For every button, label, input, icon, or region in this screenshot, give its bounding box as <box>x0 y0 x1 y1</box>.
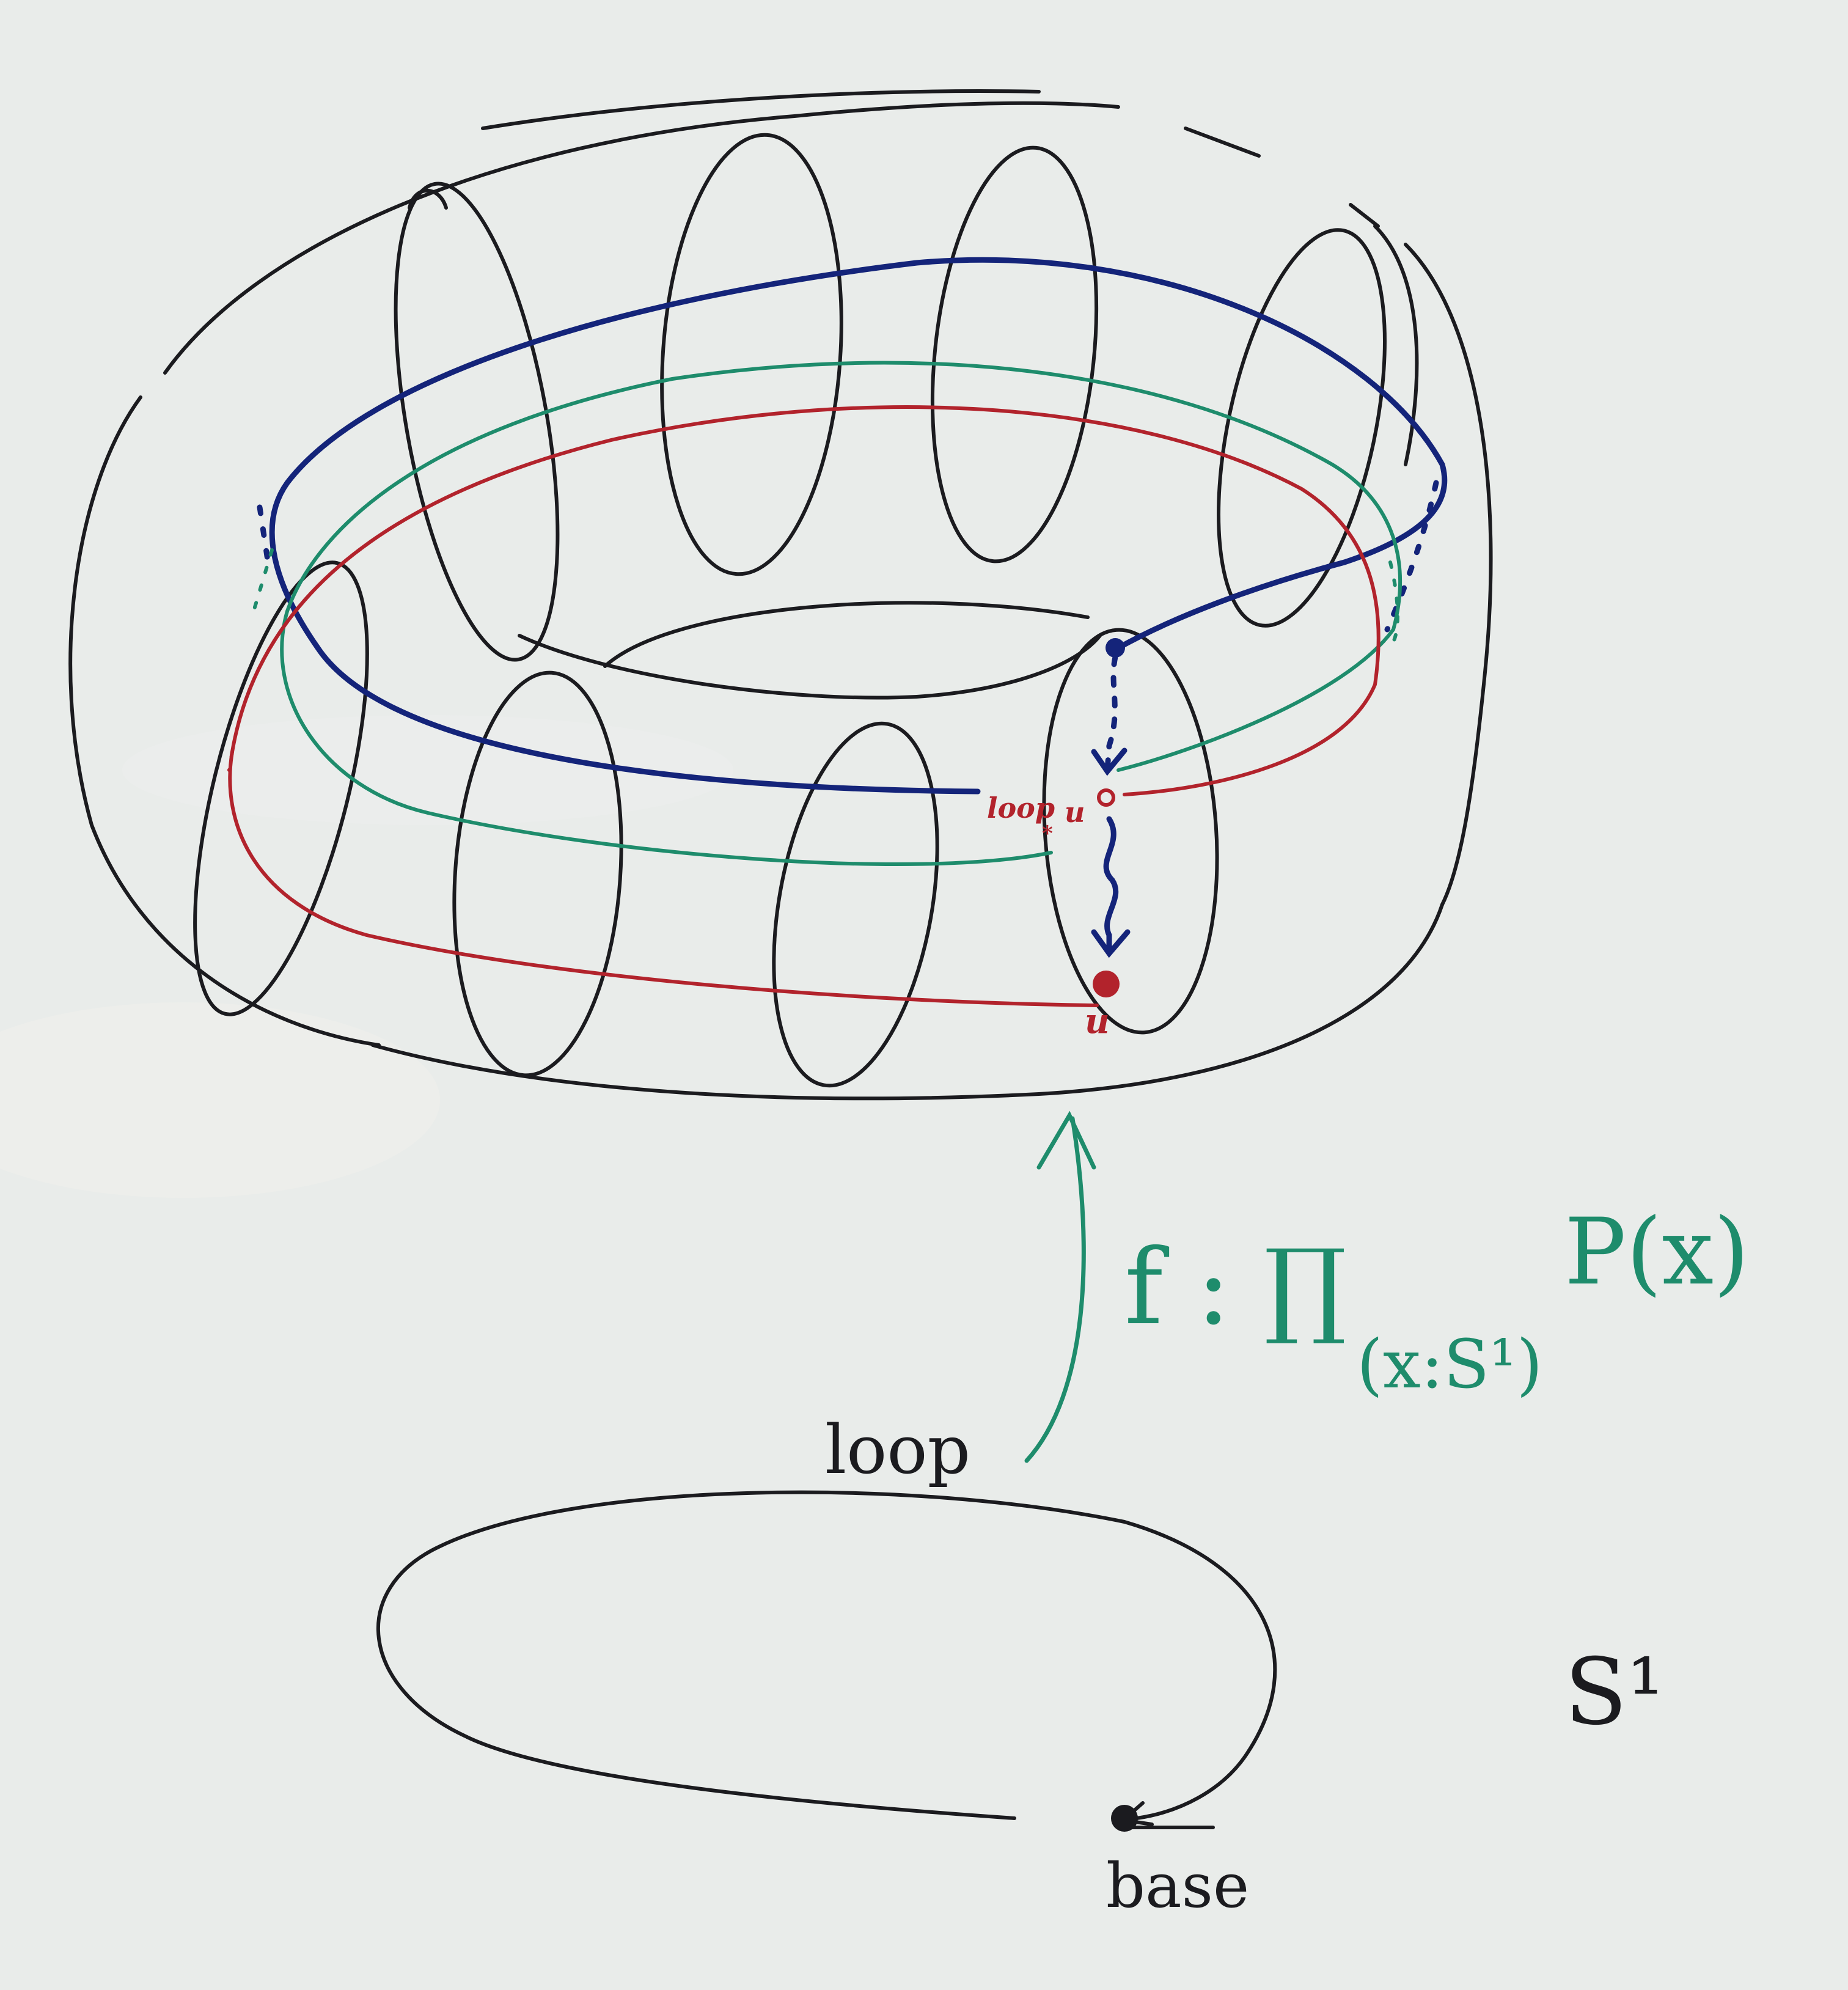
red-dashed-left <box>227 750 234 772</box>
meridian-loop <box>1042 628 1219 1035</box>
blue-dashed-right <box>1384 480 1439 633</box>
u-point-marker <box>1093 971 1120 997</box>
section-type-f: f : ∏ <box>1124 1227 1347 1348</box>
blue-path <box>257 257 1448 958</box>
meridian-loop <box>772 721 939 1088</box>
torus-outer-right <box>1404 243 1493 906</box>
meridian-loop <box>452 670 623 1078</box>
base-label: base <box>1106 1850 1249 1922</box>
torus-outer-right-inner <box>1373 224 1419 466</box>
torus-outer-top-left <box>481 89 1041 130</box>
green-path <box>252 361 1402 867</box>
transport-point-marker <box>1097 788 1115 807</box>
loop-transport-label: loop <box>987 791 1055 824</box>
torus-outline <box>68 89 1493 1101</box>
section-type-subscript: (x:S¹) <box>1357 1325 1542 1403</box>
lift-arrow <box>1024 1111 1096 1463</box>
loop-transport-star: * <box>1042 821 1053 846</box>
red-path <box>227 405 1380 1007</box>
meridian-loop <box>193 560 369 1016</box>
section-type-fiber: P(x) <box>1564 1199 1750 1305</box>
torus-outer-left <box>68 395 381 1047</box>
green-dashed-right <box>1388 560 1399 644</box>
torus-outer-top <box>163 101 1120 375</box>
u-label: u <box>1085 1001 1110 1041</box>
meridian-loop <box>660 133 843 576</box>
blue-start-point <box>1106 638 1125 658</box>
torus-hole-bottom <box>518 634 1102 700</box>
base-point <box>1111 1805 1138 1832</box>
loop-transport-u: u <box>1065 796 1085 829</box>
torus-outer-top-right <box>1184 127 1261 158</box>
blue-dashed-left <box>257 504 272 571</box>
green-dashed-left <box>252 548 274 613</box>
torus-hole-top <box>603 601 1090 668</box>
blue-arrow-upper <box>1104 654 1118 773</box>
torus-outer-bottom <box>371 903 1444 1101</box>
meridian-loop <box>1217 228 1387 628</box>
board-glare <box>0 715 733 1198</box>
base-circle <box>376 1490 1277 1829</box>
blue-arrow-lower <box>1103 816 1119 953</box>
circle-name-label: S¹ <box>1564 1639 1664 1746</box>
meridian-loop <box>930 145 1099 564</box>
meridian-loop <box>394 182 560 662</box>
torus-outer-right-stub <box>1349 203 1380 228</box>
loop-label: loop <box>825 1411 970 1489</box>
meridian-loop-tail <box>408 188 448 210</box>
